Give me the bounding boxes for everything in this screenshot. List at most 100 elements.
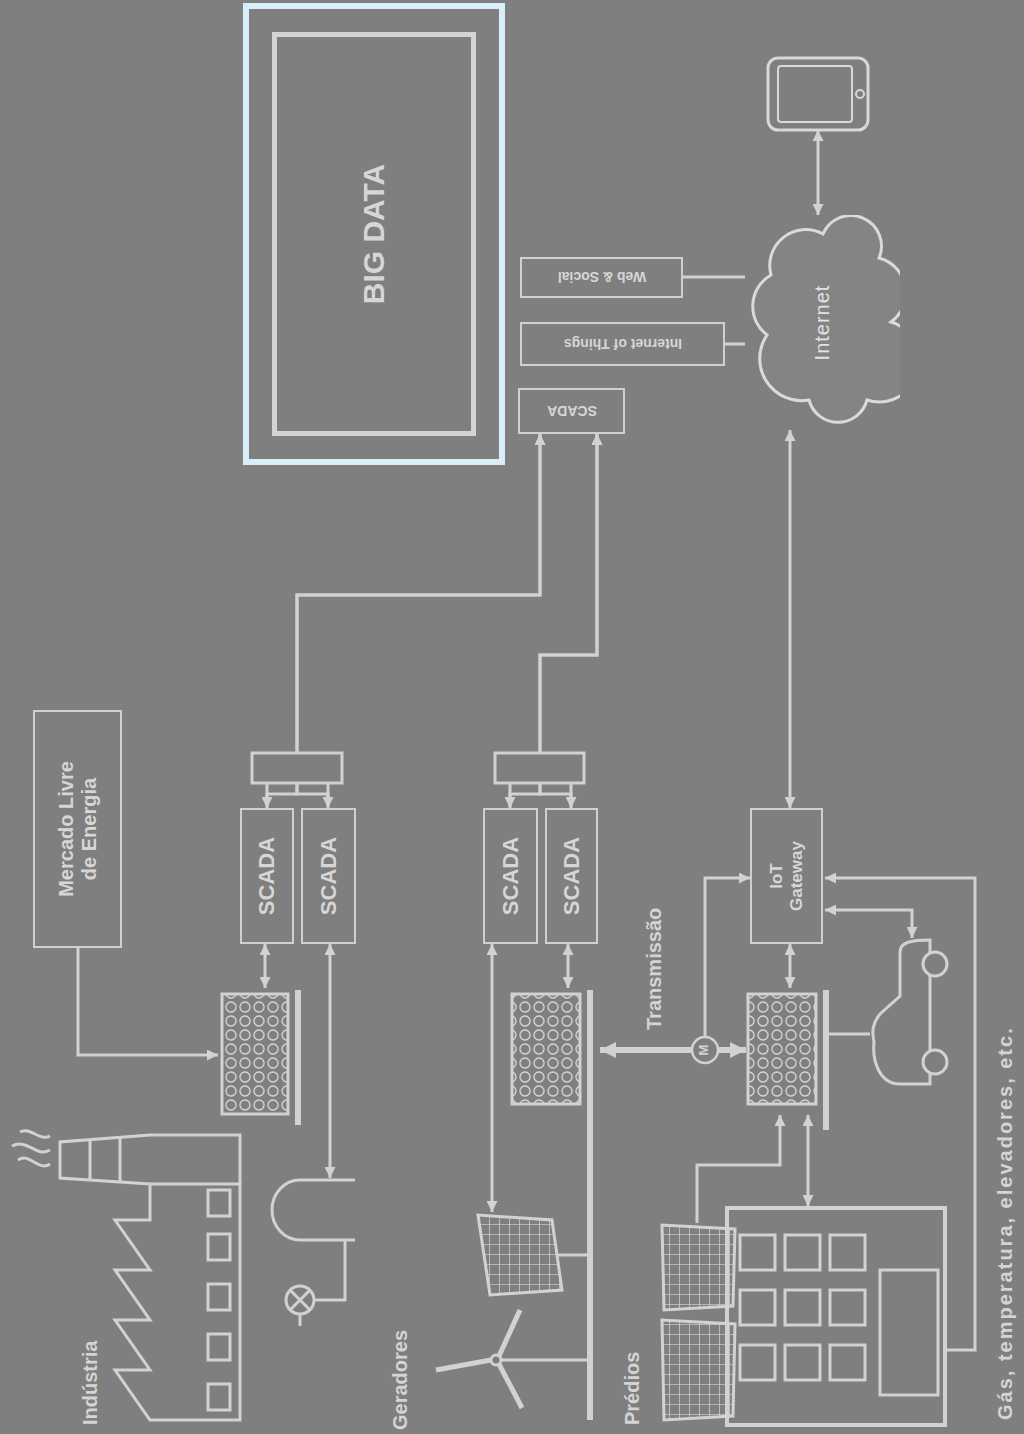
factory-window [208,1334,230,1360]
scada-box: SCADA [240,808,294,944]
factory-window [208,1190,230,1216]
tank [272,1180,355,1240]
pipe [314,1240,345,1300]
splitter-stub [570,783,573,806]
bus-bar [295,990,301,1125]
box-text: Internet [811,285,834,361]
box-text: SCADA [559,837,584,915]
building-window [740,1345,775,1380]
building-link [807,1115,810,1206]
splitter-stub [266,783,269,806]
scada-box: SCADA [483,808,538,944]
car-icon [873,940,947,1084]
building-window [830,1345,865,1380]
tablet-screen [778,66,852,122]
turbine-blade [436,1310,522,1408]
switchgear-symbol [512,994,580,1104]
turbine-tower [500,1359,588,1362]
gateway-box: IoT Gateway [750,808,823,944]
field-link [329,944,332,1178]
pump-tank-icon [272,1180,355,1326]
tablet-body [768,58,868,130]
switchgear-symbol [748,994,816,1104]
sensor-link [825,878,975,1350]
box-text: BIG DATA [357,164,392,305]
factory-window [208,1284,230,1310]
car-feed [828,1033,870,1036]
turbine-hub [491,1355,501,1365]
section-title: Transmissão [642,908,666,1030]
factory-body [115,1184,240,1420]
building-window [740,1235,775,1270]
building-window [740,1290,775,1325]
pump-cross [290,1290,310,1310]
field-link [491,944,494,1212]
factory-window [208,1384,230,1410]
chimney-band [89,1139,92,1180]
source-box: SCADA [518,388,625,434]
pump [286,1286,314,1314]
cloud-shape [753,216,900,423]
market-box: Mercado Livre de Energia [33,710,122,948]
meter-symbol [692,1037,718,1063]
box-text: Mercado Livre de Energia [55,749,101,909]
tablet-link [817,130,820,215]
factory-chimney [60,1135,240,1184]
box-text: SCADA [254,837,279,915]
switchgear [222,990,826,1420]
internet-cloud: Internet [745,215,900,430]
wind-turbine-icon [436,1310,588,1408]
chimney-band [119,1137,122,1181]
connector [725,343,745,346]
bus-bar [587,990,593,1420]
section-title: Indústria [78,1341,102,1425]
meter-link [705,878,750,1037]
splitter-bar [252,753,342,783]
car-body [873,940,930,1084]
connector [683,276,745,279]
tablet-button [856,90,864,98]
note-text: Gás, temperatura, elevadores, etc. [993,1026,1017,1420]
tablet-icon [768,58,868,130]
car-wheel [923,1050,947,1074]
factory-icon [12,1131,240,1420]
transmission-line [600,1047,746,1053]
box-text: Internet of Things [563,336,681,352]
building-entrance [880,1270,938,1395]
pipe [299,1314,302,1326]
source-box: Web & Social [520,257,683,298]
gateway-link [789,944,792,988]
box-text: SCADA [498,837,523,915]
building-window [785,1345,820,1380]
section-title: Prédios [620,1352,644,1425]
field-link [567,944,570,988]
meter-letter: M [696,1038,712,1062]
scada-box: SCADA [301,808,356,944]
bus-bar [823,990,829,1130]
splitter-stub [327,783,330,806]
factory-window [208,1234,230,1260]
connector [789,430,792,808]
section-title: Geradores [388,1330,412,1430]
building-window [785,1290,820,1325]
splitter-stub [509,783,512,806]
car-wheel [923,952,947,976]
solar-panel [662,1225,735,1310]
splitter-bar [495,753,584,783]
solar-panel [662,1320,735,1420]
box-text: SCADA [316,837,341,915]
building-window [785,1235,820,1270]
field-link [264,944,267,988]
panel-stand [558,1254,588,1257]
box-text: IoT Gateway [767,831,806,921]
wires [78,130,975,1350]
source-box: Internet of Things [520,322,725,366]
solar-panel-icon [478,1215,735,1420]
box-text: SCADA [547,403,597,419]
scada-box: SCADA [545,808,598,944]
building-outline [727,1208,945,1425]
smoke [12,1131,50,1166]
big-data-box: BIG DATA [243,3,505,465]
